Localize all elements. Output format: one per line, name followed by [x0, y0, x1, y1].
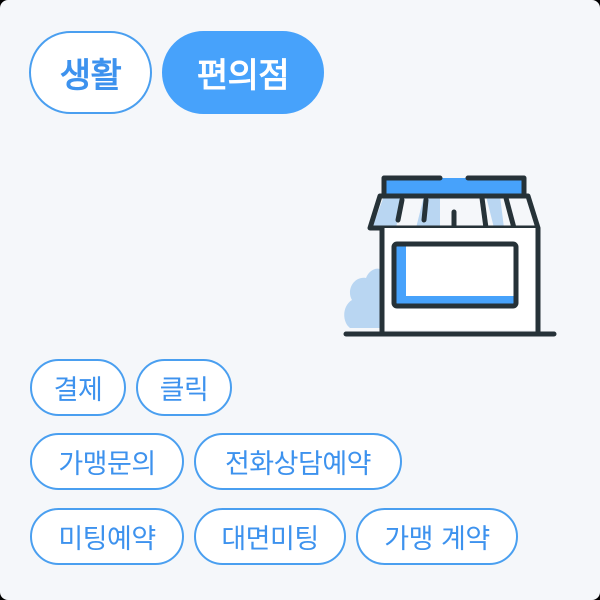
category-tab-convenience-store[interactable]: 편의점	[162, 31, 324, 114]
tag-in-person-meeting[interactable]: 대면미팅	[194, 508, 346, 565]
tag-franchise-inquiry[interactable]: 가맹문의	[30, 433, 184, 490]
tag-payment[interactable]: 결제	[30, 359, 126, 416]
category-tab-life[interactable]: 생활	[29, 31, 152, 114]
tag-click[interactable]: 클릭	[136, 359, 232, 416]
storefront-icon	[340, 172, 560, 344]
category-tab-label: 생활	[59, 56, 122, 96]
tag-franchise-contract[interactable]: 가맹 계약	[356, 508, 518, 565]
tag-label: 대면미팅	[221, 524, 319, 555]
tag-meeting-reservation[interactable]: 미팅예약	[30, 508, 184, 565]
tag-label: 가맹문의	[58, 449, 156, 480]
tag-label: 전화상담예약	[224, 449, 372, 480]
category-tab-label: 편의점	[196, 56, 290, 96]
tag-phone-consultation[interactable]: 전화상담예약	[194, 433, 402, 490]
tag-label: 결제	[53, 375, 103, 406]
tag-label: 가맹 계약	[384, 524, 490, 555]
tag-label: 미팅예약	[58, 524, 156, 555]
tag-label: 클릭	[159, 375, 209, 406]
